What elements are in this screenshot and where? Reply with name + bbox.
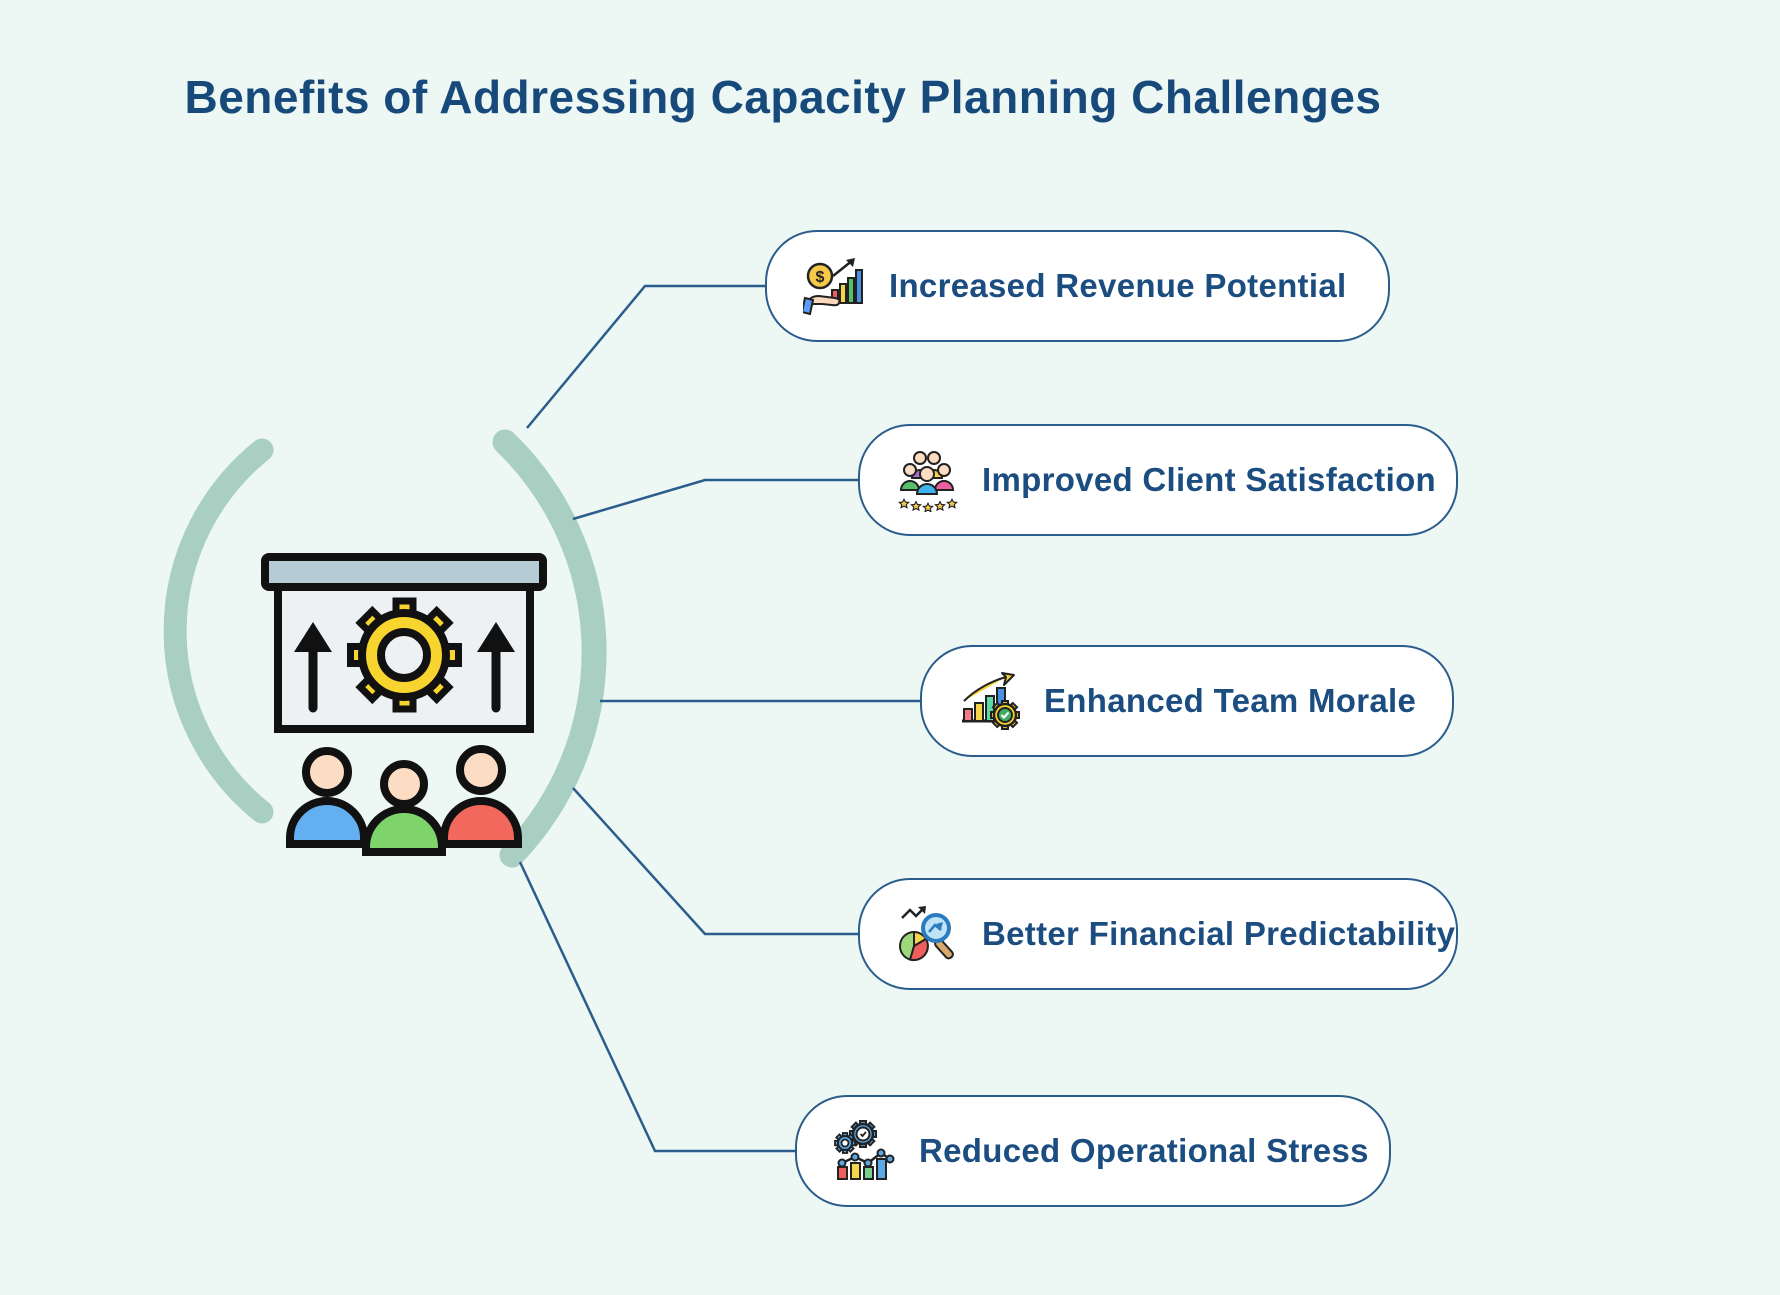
benefit-label: Enhanced Team Morale — [1044, 682, 1417, 719]
benefit-label: Better Financial Predictability — [982, 915, 1456, 952]
team-capacity-presentation-illustration — [261, 553, 547, 856]
right-arc — [492, 429, 607, 868]
benefit-label: Improved Client Satisfaction — [982, 461, 1436, 498]
up-arrow-left — [294, 622, 332, 713]
connector-box2 — [572, 478, 858, 521]
client-satisfaction-icon — [896, 448, 960, 512]
benefit-box-client-satisfaction: Improved Client Satisfaction — [858, 424, 1458, 536]
page-title: Benefits of Addressing Capacity Planning… — [184, 71, 1382, 123]
connector-box4 — [572, 787, 858, 936]
benefit-box-increased-revenue: $ Increased Revenue Potential — [765, 230, 1390, 342]
team-people — [286, 745, 522, 856]
connector-box1 — [526, 284, 765, 429]
connector-box5 — [518, 861, 795, 1153]
svg-text:$: $ — [816, 269, 825, 286]
gear-icon — [347, 597, 462, 713]
financial-predictability-icon — [896, 902, 960, 966]
benefit-label: Reduced Operational Stress — [919, 1132, 1369, 1169]
operational-stress-icon — [833, 1119, 897, 1183]
benefit-box-operational-stress: Reduced Operational Stress — [795, 1095, 1391, 1207]
revenue-growth-icon: $ — [803, 254, 867, 318]
benefit-label: Increased Revenue Potential — [889, 267, 1347, 304]
benefit-box-financial-predictability: Better Financial Predictability — [858, 878, 1458, 990]
left-arc — [163, 438, 274, 824]
up-arrow-right — [477, 622, 515, 713]
benefit-box-team-morale: Enhanced Team Morale — [920, 645, 1454, 757]
connector-lines — [518, 284, 920, 1153]
team-morale-icon — [958, 669, 1022, 733]
